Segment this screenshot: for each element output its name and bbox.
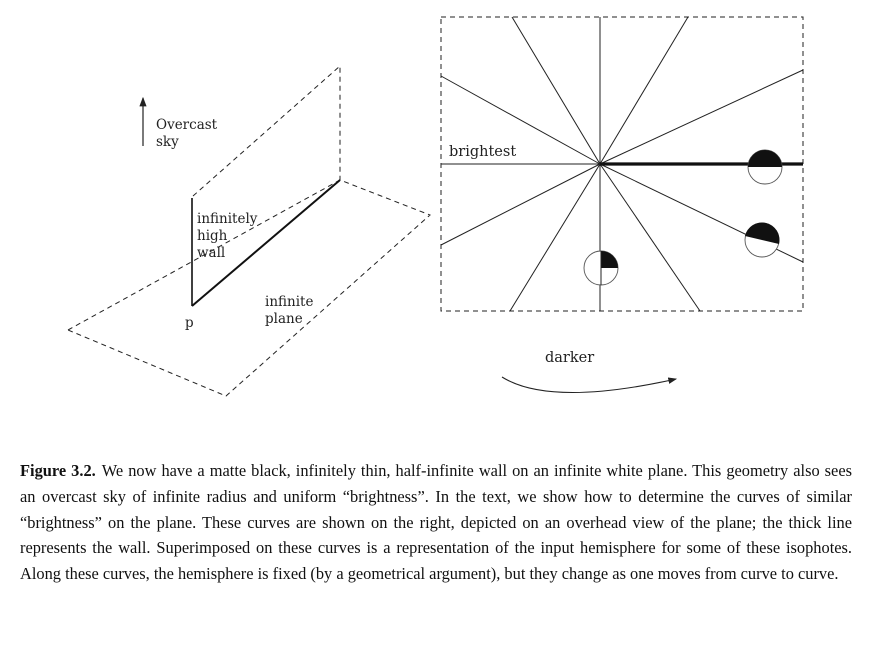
- point-label: p: [185, 315, 194, 331]
- wall-label-line1: infinitely: [197, 211, 258, 227]
- darker-arrow-icon: [501, 376, 678, 394]
- infinite-wall-outline: [192, 64, 341, 197]
- isophote-line: [440, 75, 601, 165]
- darker-label: darker: [545, 350, 594, 366]
- figure-illustration: Overcast sky infinitely high wall infini…: [66, 16, 804, 397]
- plane-label-line1: infinite: [265, 294, 313, 310]
- isophote-line: [599, 16, 689, 165]
- sky-label-line1: Overcast: [156, 117, 218, 133]
- isophote-line: [509, 163, 601, 312]
- isophote-line: [599, 163, 701, 312]
- figure-caption: Figure 3.2.We now have a matte black, in…: [20, 458, 852, 587]
- wall-label-line2: high: [197, 228, 228, 244]
- isophote-line: [440, 163, 601, 246]
- right-panel-overhead: brightest darker: [440, 16, 804, 394]
- brightest-label: brightest: [449, 144, 516, 160]
- isophote-line: [599, 69, 804, 165]
- caption-label: Figure 3.2.: [20, 461, 96, 480]
- infinite-plane-outline: [66, 179, 431, 397]
- isophote-line: [511, 16, 601, 165]
- wall-label-line3: wall: [197, 245, 225, 261]
- left-panel-perspective: Overcast sky infinitely high wall infini…: [66, 64, 431, 397]
- caption-text: We now have a matte black, infinitely th…: [20, 461, 852, 584]
- sky-label-line2: sky: [156, 134, 179, 150]
- hemisphere-icon: [744, 222, 780, 258]
- wall-base-line: [191, 179, 341, 307]
- plane-label-line2: plane: [265, 311, 303, 327]
- hemisphere-icon: [747, 149, 783, 185]
- hemisphere-icon: [583, 250, 619, 286]
